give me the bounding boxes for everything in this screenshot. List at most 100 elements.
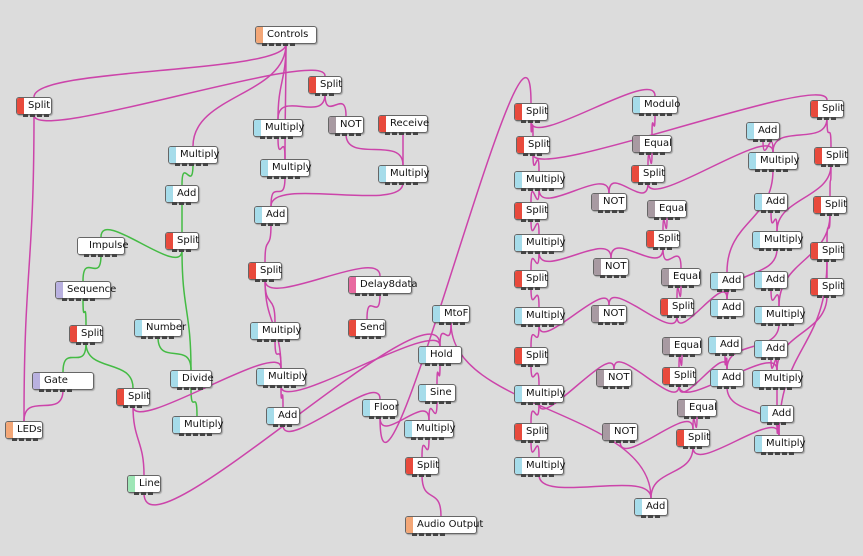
outlet-port[interactable] <box>290 43 295 46</box>
outlet-port[interactable] <box>535 440 540 443</box>
outlet-port[interactable] <box>285 339 290 342</box>
node-outlets[interactable] <box>521 251 561 254</box>
outlet-port[interactable] <box>268 223 273 226</box>
outlet-port[interactable] <box>260 136 265 139</box>
leds-node[interactable]: LEDs <box>5 421 43 441</box>
outlet-port[interactable] <box>203 163 208 166</box>
hold-node[interactable]: Hold <box>418 346 462 366</box>
outlet-port[interactable] <box>683 446 688 449</box>
outlet-port[interactable] <box>281 136 286 139</box>
patch-cable[interactable] <box>366 293 381 320</box>
controls-node[interactable]: Controls <box>255 26 317 46</box>
add-node[interactable]: Add <box>754 340 788 360</box>
outlet-port[interactable] <box>655 515 660 518</box>
outlet-port[interactable] <box>198 387 203 390</box>
outlet-port[interactable] <box>83 342 88 345</box>
outlet-port[interactable] <box>137 405 142 408</box>
multiply-node[interactable]: Multiply <box>168 146 220 166</box>
outlet-port[interactable] <box>280 424 285 427</box>
outlet-port[interactable] <box>535 324 540 327</box>
outlet-port[interactable] <box>369 293 374 296</box>
outlet-port[interactable] <box>542 251 547 254</box>
outlet-port[interactable] <box>603 386 608 389</box>
node-outlets[interactable] <box>267 176 307 179</box>
outlet-port[interactable] <box>179 433 184 436</box>
outlet-port[interactable] <box>690 354 695 357</box>
patch-cable[interactable] <box>530 402 540 424</box>
outlet-port[interactable] <box>759 387 764 390</box>
outlet-port[interactable] <box>191 387 196 390</box>
outlet-port[interactable] <box>831 117 836 120</box>
outlet-port[interactable] <box>521 440 526 443</box>
patch-cable[interactable] <box>532 153 540 172</box>
outlet-port[interactable] <box>362 336 367 339</box>
outlet-port[interactable] <box>542 188 547 191</box>
outlet-port[interactable] <box>683 384 688 387</box>
outlet-port[interactable] <box>667 315 672 318</box>
outlet-port[interactable] <box>817 259 822 262</box>
outlet-port[interactable] <box>691 416 696 419</box>
patch-cable[interactable] <box>608 296 678 325</box>
patch-cable[interactable] <box>651 113 656 136</box>
patch-cable[interactable] <box>277 136 286 160</box>
patch-cable[interactable] <box>826 117 832 148</box>
outlet-port[interactable] <box>385 132 390 135</box>
outlet-port[interactable] <box>355 336 360 339</box>
patch-cable[interactable] <box>647 152 653 166</box>
outlet-port[interactable] <box>385 182 390 185</box>
outlet-port[interactable] <box>689 285 694 288</box>
outlet-port[interactable] <box>537 153 542 156</box>
outlet-port[interactable] <box>705 416 710 419</box>
outlet-port[interactable] <box>184 387 189 390</box>
patch-cable[interactable] <box>619 420 694 450</box>
node-outlets[interactable] <box>141 336 179 339</box>
node-outlets[interactable] <box>23 114 49 117</box>
outlet-port[interactable] <box>521 219 526 222</box>
outlet-port[interactable] <box>446 401 451 404</box>
split-node[interactable]: Split <box>514 347 548 367</box>
node-outlets[interactable] <box>62 298 108 301</box>
outlet-port[interactable] <box>390 416 395 419</box>
outlet-port[interactable] <box>653 113 658 116</box>
outlet-port[interactable] <box>425 363 430 366</box>
multiply-node[interactable]: Multiply <box>514 234 566 254</box>
outlet-port[interactable] <box>528 188 533 191</box>
node-outlets[interactable] <box>669 384 693 387</box>
outlet-port[interactable] <box>761 452 766 455</box>
node-outlets[interactable] <box>172 202 196 205</box>
outlet-port[interactable] <box>274 176 279 179</box>
outlet-port[interactable] <box>759 248 764 251</box>
node-outlets[interactable] <box>335 133 361 136</box>
split-node[interactable]: Split <box>308 76 342 96</box>
outlet-port[interactable] <box>762 169 767 172</box>
outlet-port[interactable] <box>817 117 822 120</box>
patch-cable[interactable] <box>676 291 728 324</box>
patch-cable[interactable] <box>613 361 680 393</box>
multiply-node[interactable]: Multiply <box>514 457 566 477</box>
node-outlets[interactable] <box>600 275 626 278</box>
patch-cable[interactable] <box>379 410 430 427</box>
outlet-port[interactable] <box>528 324 533 327</box>
node-outlets[interactable] <box>521 219 545 222</box>
outlet-port[interactable] <box>824 259 829 262</box>
not-node[interactable]: NOT <box>602 423 638 443</box>
patch-cable[interactable] <box>62 342 87 373</box>
outlet-port[interactable] <box>83 298 88 301</box>
outlet-port[interactable] <box>406 132 411 135</box>
outlet-port[interactable] <box>767 422 772 425</box>
outlet-port[interactable] <box>112 254 117 257</box>
line-node[interactable]: Line <box>127 475 161 495</box>
outlet-port[interactable] <box>731 386 736 389</box>
node-outlets[interactable] <box>369 416 395 419</box>
outlet-port[interactable] <box>262 279 267 282</box>
outlet-port[interactable] <box>425 401 430 404</box>
patch-cable[interactable] <box>530 287 540 308</box>
node-outlets[interactable] <box>683 446 707 449</box>
node-outlets[interactable] <box>263 385 303 388</box>
outlet-port[interactable] <box>598 210 603 213</box>
outlet-port[interactable] <box>669 354 674 357</box>
patch-cable[interactable] <box>270 182 404 207</box>
patch-cable[interactable] <box>100 229 183 258</box>
multiply-node[interactable]: Multiply <box>748 152 800 172</box>
split-node[interactable]: Split <box>248 262 282 282</box>
